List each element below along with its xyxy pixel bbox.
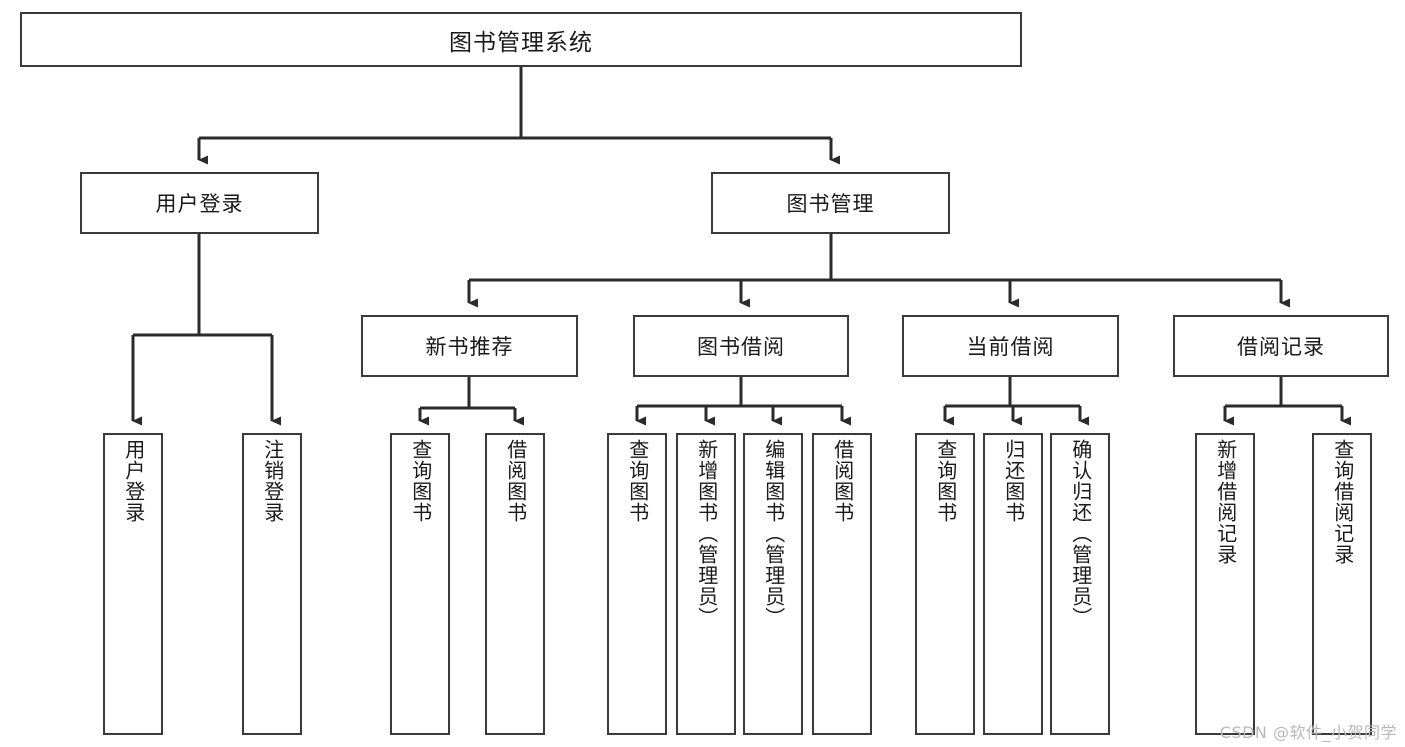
node-leaf-add-book[interactable]: 新增图书（管理员） <box>676 433 736 735</box>
node-leaf-edit-book-label: 编辑图书（管理员） <box>761 439 786 628</box>
node-current-borrow[interactable]: 当前借阅 <box>902 315 1119 377</box>
node-leaf-borrow-book-label: 借阅图书 <box>830 439 855 523</box>
node-leaf-user-login[interactable]: 用户登录 <box>103 433 163 735</box>
node-leaf-query-book-borrow[interactable]: 查询图书 <box>607 433 667 735</box>
node-leaf-logout[interactable]: 注销登录 <box>242 433 302 735</box>
node-leaf-user-login-label: 用户登录 <box>121 439 146 523</box>
node-leaf-query-book-rec[interactable]: 查询图书 <box>390 433 450 735</box>
node-leaf-query-book-borrow-label: 查询图书 <box>625 439 650 523</box>
node-leaf-borrow-book[interactable]: 借阅图书 <box>812 433 872 735</box>
node-user-login-label: 用户登录 <box>155 192 244 216</box>
node-leaf-return-book-label: 归还图书 <box>1001 439 1026 523</box>
node-root[interactable]: 图书管理系统 <box>20 12 1022 67</box>
node-new-book-rec[interactable]: 新书推荐 <box>361 315 578 377</box>
node-leaf-borrow-book-rec[interactable]: 借阅图书 <box>485 433 545 735</box>
node-leaf-query-record[interactable]: 查询借阅记录 <box>1312 433 1372 735</box>
node-leaf-confirm-return[interactable]: 确认归还（管理员） <box>1050 433 1110 735</box>
node-leaf-query-book-cur[interactable]: 查询图书 <box>915 433 975 735</box>
csdn-watermark: CSDN @软件_小贺同学 <box>1219 723 1397 742</box>
node-leaf-add-record-label: 新增借阅记录 <box>1213 439 1238 565</box>
node-book-manage[interactable]: 图书管理 <box>711 172 950 234</box>
node-user-login[interactable]: 用户登录 <box>80 172 319 234</box>
node-leaf-edit-book[interactable]: 编辑图书（管理员） <box>743 433 803 735</box>
node-leaf-logout-label: 注销登录 <box>260 439 285 523</box>
node-leaf-borrow-book-rec-label: 借阅图书 <box>503 439 528 523</box>
node-current-borrow-label: 当前借阅 <box>966 335 1055 359</box>
node-leaf-confirm-return-label: 确认归还（管理员） <box>1068 439 1093 628</box>
node-root-label: 图书管理系统 <box>449 29 593 56</box>
node-leaf-query-book-rec-label: 查询图书 <box>408 439 433 523</box>
node-book-manage-label: 图书管理 <box>786 192 875 216</box>
node-leaf-add-record[interactable]: 新增借阅记录 <box>1195 433 1255 735</box>
node-leaf-query-book-cur-label: 查询图书 <box>933 439 958 523</box>
node-new-book-rec-label: 新书推荐 <box>425 335 514 359</box>
node-borrow-record[interactable]: 借阅记录 <box>1173 315 1389 377</box>
node-book-borrow[interactable]: 图书借阅 <box>633 315 849 377</box>
node-leaf-return-book[interactable]: 归还图书 <box>983 433 1043 735</box>
node-book-borrow-label: 图书借阅 <box>697 335 785 359</box>
node-leaf-query-record-label: 查询借阅记录 <box>1330 439 1355 565</box>
node-borrow-record-label: 借阅记录 <box>1237 335 1325 359</box>
node-leaf-add-book-label: 新增图书（管理员） <box>694 439 719 628</box>
